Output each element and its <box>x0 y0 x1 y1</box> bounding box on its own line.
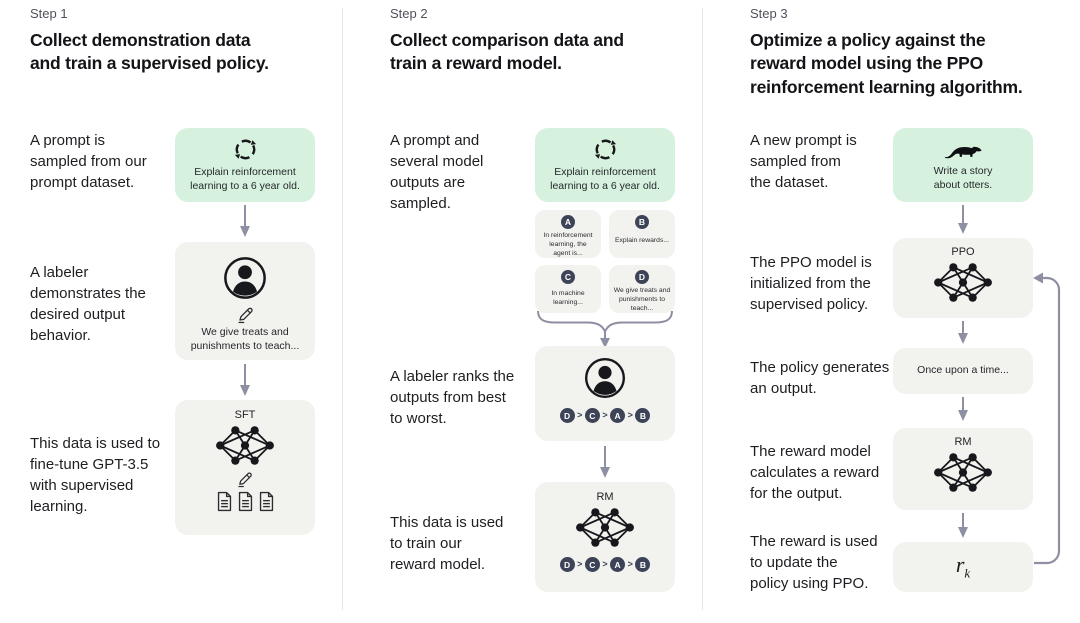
person-icon <box>224 257 266 299</box>
step3-annotation-output: The policy generates an output. <box>750 359 890 397</box>
document-icon <box>259 491 273 512</box>
down-arrow-icon <box>958 513 968 538</box>
step3-prompt-text: Write a story about otters. <box>933 165 993 191</box>
column-divider <box>342 8 343 610</box>
step1-annotation-finetune: This data is used to fine-tune GPT-3.5 w… <box>30 435 161 515</box>
step3-annotation-ppo: The PPO model is initialized from the su… <box>750 254 872 313</box>
rank-separator: > <box>627 559 633 569</box>
step1-annotation-labeler: A labeler demonstrates the desired outpu… <box>30 264 146 344</box>
output-card-b: B Explain rewards... <box>609 210 675 258</box>
step2-prompt-text: Explain reinforcement learning to a 6 ye… <box>550 166 660 192</box>
neural-network-icon <box>576 508 634 547</box>
step3-header: Step 3 Optimize a policy against the rew… <box>750 6 1070 99</box>
step2-label: Step 2 <box>390 6 428 21</box>
ranking-row: D > C > A > B <box>559 557 651 572</box>
down-arrow-icon <box>958 205 968 234</box>
output-text: In reinforcement learning, the agent is.… <box>543 232 593 257</box>
step3-label: Step 3 <box>750 6 788 21</box>
cycle-icon <box>234 139 256 160</box>
step1-prompt-text: Explain reinforcement learning to a 6 ye… <box>190 166 300 192</box>
pencil-icon <box>238 307 253 324</box>
step1-labeler-card: We give treats and punishments to teach.… <box>175 242 315 360</box>
pencil-icon <box>238 472 252 488</box>
output-text: In machine learning... <box>551 290 585 306</box>
step2-title: Collect comparison data and train a rewa… <box>390 30 624 74</box>
neural-network-icon <box>216 426 274 465</box>
neural-network-icon <box>934 453 992 492</box>
down-arrow-icon <box>958 397 968 421</box>
output-text: Explain rewards... <box>614 237 670 244</box>
merge-brace-icon <box>537 310 673 348</box>
output-card-a: A In reinforcement learning, the agent i… <box>535 210 601 258</box>
step1-title: Collect demonstration data and train a s… <box>30 30 269 74</box>
down-arrow-icon <box>240 205 250 237</box>
step2-annotation-ranks: A labeler ranks the outputs from best to… <box>390 368 515 427</box>
step2-annotation-train: This data is used to train our reward mo… <box>390 514 504 573</box>
step2-annotation-sampled: A prompt and several model outputs are s… <box>390 132 484 212</box>
cycle-icon <box>594 139 616 160</box>
step1-label: Step 1 <box>30 6 68 21</box>
output-key-badge: D <box>635 270 649 284</box>
reward-value: rk <box>955 552 971 581</box>
step3-rm-card: RM <box>893 428 1033 510</box>
rank-separator: > <box>602 559 608 569</box>
step2-prompt-card: Explain reinforcement learning to a 6 ye… <box>535 128 675 202</box>
neural-network-icon <box>934 263 992 302</box>
person-icon <box>585 358 625 398</box>
output-card-c: C In machine learning... <box>535 265 601 313</box>
ranking-row: D > C > A > B <box>559 408 651 423</box>
step3-annotation-update: The reward is used to update the policy … <box>750 533 878 592</box>
column-divider <box>702 8 703 610</box>
step3-ppo-card: PPO <box>893 238 1033 318</box>
rank-separator: > <box>627 410 633 420</box>
down-arrow-icon <box>600 446 610 478</box>
step3-title: Optimize a policy against the reward mod… <box>750 30 1023 97</box>
step3-output-text: Once upon a time... <box>917 364 1009 377</box>
rank-badge: B <box>635 557 651 572</box>
step3-annotation-prompt: A new prompt is sampled from the dataset… <box>750 132 857 191</box>
rm-label: RM <box>596 491 614 503</box>
document-icon <box>238 491 252 512</box>
rank-badge: D <box>559 408 575 423</box>
down-arrow-icon <box>240 364 250 396</box>
down-arrow-icon <box>958 321 968 344</box>
step1-labeler-text: We give treats and punishments to teach.… <box>190 326 300 352</box>
step3-annotation-reward: The reward model calculates a reward for… <box>750 443 880 502</box>
rank-badge: C <box>584 557 600 572</box>
rank-badge: D <box>559 557 575 572</box>
step2-rm-card: RM D > C > A > B <box>535 482 675 592</box>
output-key-badge: A <box>561 215 575 229</box>
step1-annotation-prompt: A prompt is sampled from our prompt data… <box>30 132 147 191</box>
step1-sft-card: SFT <box>175 400 315 535</box>
document-icon <box>217 491 231 512</box>
step3-reward-card: rk <box>893 542 1033 592</box>
step2-labeler-card: D > C > A > B <box>535 346 675 441</box>
rank-badge: A <box>610 557 626 572</box>
rank-separator: > <box>577 559 583 569</box>
feedback-loop-arrow-icon <box>1033 272 1061 565</box>
step2-header: Step 2 Collect comparison data and train… <box>390 6 690 76</box>
step1-header: Step 1 Collect demonstration data and tr… <box>30 6 330 76</box>
rm-label: RM <box>954 436 972 448</box>
rank-badge: A <box>610 408 626 423</box>
step1-prompt-card: Explain reinforcement learning to a 6 ye… <box>175 128 315 202</box>
ppo-label: PPO <box>951 246 975 258</box>
rank-badge: B <box>635 408 651 423</box>
documents-icon <box>216 491 275 512</box>
output-key-badge: C <box>561 270 575 284</box>
step3-prompt-card: Write a story about otters. <box>893 128 1033 202</box>
rank-separator: > <box>577 410 583 420</box>
output-key-badge: B <box>635 215 649 229</box>
sft-label: SFT <box>234 409 256 421</box>
rank-badge: C <box>584 408 600 423</box>
output-card-d: D We give treats and punishments to teac… <box>609 265 675 313</box>
otter-icon <box>944 146 982 159</box>
output-text: We give treats and punishments to teach.… <box>613 287 671 312</box>
rank-separator: > <box>602 410 608 420</box>
step3-output-card: Once upon a time... <box>893 348 1033 394</box>
